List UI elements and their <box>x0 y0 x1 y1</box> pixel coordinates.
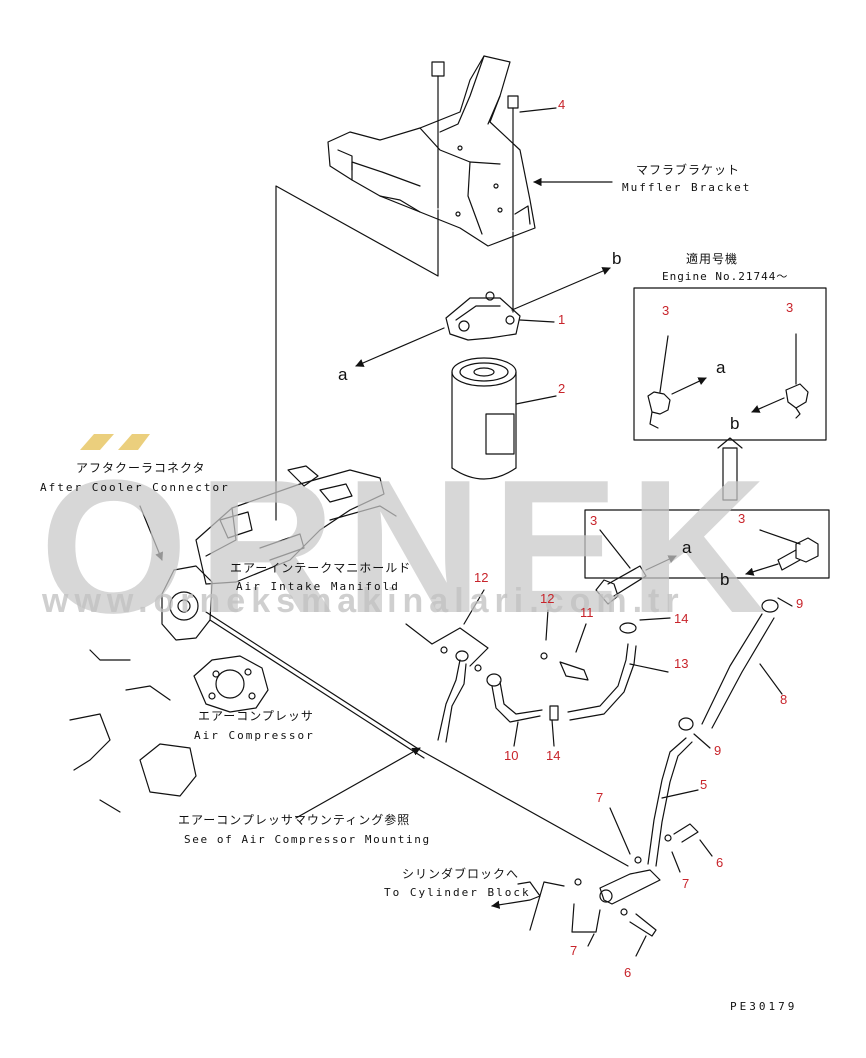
inset-arrow-drawing <box>717 437 743 501</box>
part-number-5: 5 <box>700 777 708 792</box>
air-compressor-drawing <box>69 649 269 813</box>
muffler-bracket-label-jp: マフラブラケット <box>636 163 741 177</box>
see-mounting-label-en: See of Air Compressor Mounting <box>184 833 431 846</box>
arrow-letter-b-inset-top: b <box>730 414 740 433</box>
muffler-bracket-label-en: Muffler Bracket <box>622 181 752 194</box>
arrow-letter-a-main: a <box>338 365 348 384</box>
part-number-1: 1 <box>558 312 566 327</box>
filter-head-drawing <box>355 267 611 367</box>
watermark-url: www.orneksmakinalari.com.tr <box>42 582 685 620</box>
watermark-accent <box>80 434 150 450</box>
part-number-12-right: 12 <box>540 591 555 606</box>
part-number-3-inset-top-right: 3 <box>786 300 794 315</box>
part-number-14-top: 14 <box>674 611 689 626</box>
inset-top-parts-drawing <box>647 333 809 429</box>
air-intake-manifold-drawing <box>195 465 397 585</box>
part-number-3-inset-top-left: 3 <box>662 303 670 318</box>
air-compressor-label-jp: エアーコンプレッサ <box>198 709 314 723</box>
part-number-3-inset-bottom-left: 3 <box>590 513 598 528</box>
part-number-11: 11 <box>580 605 594 620</box>
arrow-letter-b-main: b <box>612 249 622 268</box>
oil-filter-drawing <box>451 357 557 480</box>
inset-box-top <box>633 287 827 441</box>
part-number-9-bottom: 9 <box>714 743 722 758</box>
see-mounting-label-jp: エアーコンプレッサマウンティング参照 <box>178 813 411 827</box>
air-compressor-label-en: Air Compressor <box>194 729 315 742</box>
part-number-12-left: 12 <box>474 570 489 585</box>
leader-lines-drawing <box>295 177 793 957</box>
bracket-bolts-drawing <box>431 61 557 231</box>
inset-box-bottom <box>584 509 830 579</box>
applicable-label: 適用号機 <box>686 252 739 266</box>
part-number-3-inset-bottom-right: 3 <box>738 511 746 526</box>
after-cooler-label-jp: アフタクーラコネクタ <box>76 461 206 475</box>
air-intake-label-en: Air Intake Manifold <box>236 580 400 593</box>
muffler-bracket-drawing <box>327 55 536 247</box>
arrow-letter-a-inset-bottom: a <box>682 538 692 557</box>
arrow-letter-a-inset-top: a <box>716 358 726 377</box>
part-number-2: 2 <box>558 381 566 396</box>
arrow-letter-b-inset-bottom: b <box>720 570 730 589</box>
to-cylinder-label-jp: シリンダブロックへ <box>402 867 520 881</box>
watermark-brand: ORNEK <box>40 441 777 653</box>
reference-lines-drawing <box>275 185 514 521</box>
air-intake-label-jp: エアーインテークマニホールド <box>230 561 412 575</box>
part-number-8: 8 <box>780 692 788 707</box>
part-number-7-top: 7 <box>596 790 604 805</box>
drawing-number: PE30179 <box>730 1000 798 1013</box>
to-cylinder-label-en: To Cylinder Block <box>384 886 531 899</box>
part-number-9-top: 9 <box>796 596 804 611</box>
part-number-4: 4 <box>558 97 566 112</box>
after-cooler-label-en: After Cooler Connector <box>40 481 230 494</box>
inset-bottom-parts-drawing <box>595 529 819 605</box>
part-number-6-bottom: 6 <box>624 965 632 980</box>
engine-number-label: Engine No.21744〜 <box>662 270 789 283</box>
tube-assembly-drawing <box>437 599 779 937</box>
part-number-10: 10 <box>504 748 519 763</box>
part-number-7-bottom: 7 <box>570 943 578 958</box>
part-number-7-right: 7 <box>682 876 690 891</box>
part-number-14-bottom: 14 <box>546 748 561 763</box>
part-number-6-top: 6 <box>716 855 724 870</box>
part-number-13: 13 <box>674 656 689 671</box>
